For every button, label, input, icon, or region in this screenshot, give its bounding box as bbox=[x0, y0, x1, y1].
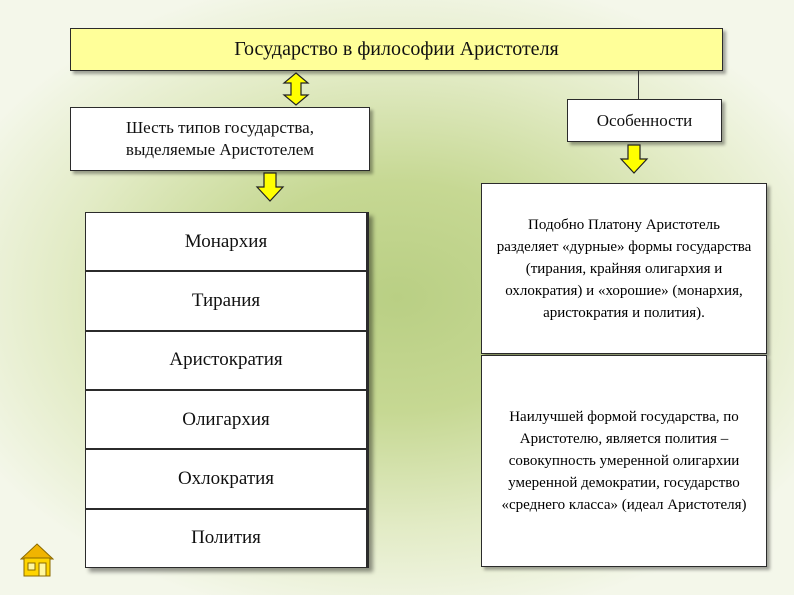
features-heading: Особенности bbox=[596, 110, 693, 130]
types-heading-box: Шесть типов государства, выделяемые Арис… bbox=[70, 107, 370, 171]
list-item: Монархия bbox=[86, 213, 368, 273]
types-heading-line-1: Шесть типов государства, bbox=[125, 118, 314, 137]
list-item: Олигархия bbox=[86, 390, 368, 451]
list-item: Тирания bbox=[86, 272, 368, 332]
title-text: Государство в философии Аристотеля bbox=[234, 38, 559, 60]
list-item: Охлократия bbox=[86, 450, 368, 510]
types-heading-line-2: выделяемые Аристотелем bbox=[125, 140, 315, 159]
diagram-title: Государство в философии Аристотеля bbox=[70, 28, 723, 71]
features-heading-box: Особенности bbox=[567, 99, 722, 142]
down-arrow-icon bbox=[255, 172, 285, 202]
list-item: Аристократия bbox=[86, 331, 368, 391]
features-paragraph-2: Наилучшей формой государства, по Аристот… bbox=[481, 355, 767, 567]
paragraph-1-text: Подобно Платону Аристотель разделяет «ду… bbox=[496, 216, 752, 321]
double-arrow-icon bbox=[282, 72, 310, 106]
paragraph-2-text: Наилучшей формой государства, по Аристот… bbox=[501, 409, 747, 513]
list-item: Полития bbox=[86, 509, 368, 567]
home-icon[interactable] bbox=[20, 542, 54, 578]
features-paragraph-1: Подобно Платону Аристотель разделяет «ду… bbox=[481, 183, 767, 354]
state-types-list: Монархия Тирания Аристократия Олигархия … bbox=[85, 212, 369, 568]
connector-line bbox=[638, 71, 639, 99]
down-arrow-icon bbox=[619, 144, 649, 174]
